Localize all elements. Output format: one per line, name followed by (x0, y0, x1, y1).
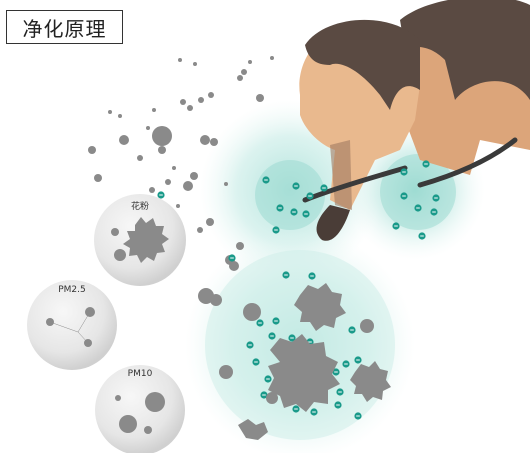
negative-ion-icon (228, 254, 235, 261)
dust-particle (176, 204, 180, 208)
dust-particle (210, 138, 218, 146)
dust-particle (165, 179, 171, 185)
dust-particle (137, 155, 143, 161)
negative-ion-icon (418, 232, 425, 239)
dust-particle (149, 187, 155, 193)
negative-ion-icon (256, 319, 263, 326)
negative-ion-icon (282, 271, 289, 278)
pm25-label: PM2.5 (42, 285, 102, 295)
dust-particle (237, 75, 243, 81)
negative-ion-icon (422, 160, 429, 167)
dust-particle (256, 94, 264, 102)
negative-ion-icon (262, 176, 269, 183)
negative-ion-icon (268, 332, 275, 339)
dust-particle (193, 62, 197, 66)
negative-ion-icon (308, 272, 315, 279)
dust-particle (190, 172, 198, 180)
dust-particle (198, 97, 204, 103)
dust-particle (146, 126, 150, 130)
negative-ion-icon (392, 222, 399, 229)
negative-ion-icon (336, 388, 343, 395)
dust-particle (270, 56, 274, 60)
dust-particle (224, 182, 228, 186)
dust-particle (200, 135, 210, 145)
negative-ion-icon (276, 204, 283, 211)
dust-particle (152, 126, 172, 146)
negative-ion-icon (306, 192, 313, 199)
negative-ion-icon (320, 184, 327, 191)
dust-particle (187, 105, 193, 111)
negative-ion-icon (400, 168, 407, 175)
dust-particle (206, 218, 214, 226)
negative-ion-icon (302, 210, 309, 217)
negative-ion-icon (264, 375, 271, 382)
negative-ion-icon (348, 326, 355, 333)
negative-ion-icon (400, 192, 407, 199)
pollen-label: 花粉 (110, 199, 170, 212)
negative-ion-icon (272, 317, 279, 324)
negative-ion-icon (432, 194, 439, 201)
dust-particle (152, 108, 156, 112)
negative-ion-icon (310, 408, 317, 415)
dust-particle (241, 69, 247, 75)
negative-ion-icon (252, 358, 259, 365)
dust-particle (183, 181, 193, 191)
dust-particle (158, 146, 166, 154)
dust-particle (94, 174, 102, 182)
negative-ion-icon (354, 412, 361, 419)
dust-particle (197, 227, 203, 233)
dust-particle (229, 261, 239, 271)
dust-particle (172, 166, 176, 170)
dust-particle (180, 99, 186, 105)
negative-ion-icon (334, 401, 341, 408)
dust-particle (210, 294, 222, 306)
negative-ion-icon (246, 341, 253, 348)
negative-ion-icon (290, 208, 297, 215)
negative-ion-icon (414, 204, 421, 211)
negative-ion-icon (354, 356, 361, 363)
dust-particle (119, 135, 129, 145)
dust-particle (208, 92, 214, 98)
dust-particle (178, 58, 182, 62)
negative-ion-icon (157, 191, 164, 198)
negative-ion-icon (292, 405, 299, 412)
negative-ion-icon (430, 208, 437, 215)
dust-particle (236, 242, 244, 250)
pm10-label: PM10 (110, 369, 170, 379)
dust-particle (108, 110, 112, 114)
negative-ion-icon (292, 182, 299, 189)
dust-particle (118, 114, 122, 118)
negative-ion-icon (272, 226, 279, 233)
dust-particle (248, 60, 252, 64)
dust-particle (88, 146, 96, 154)
negative-ion-icon (342, 360, 349, 367)
